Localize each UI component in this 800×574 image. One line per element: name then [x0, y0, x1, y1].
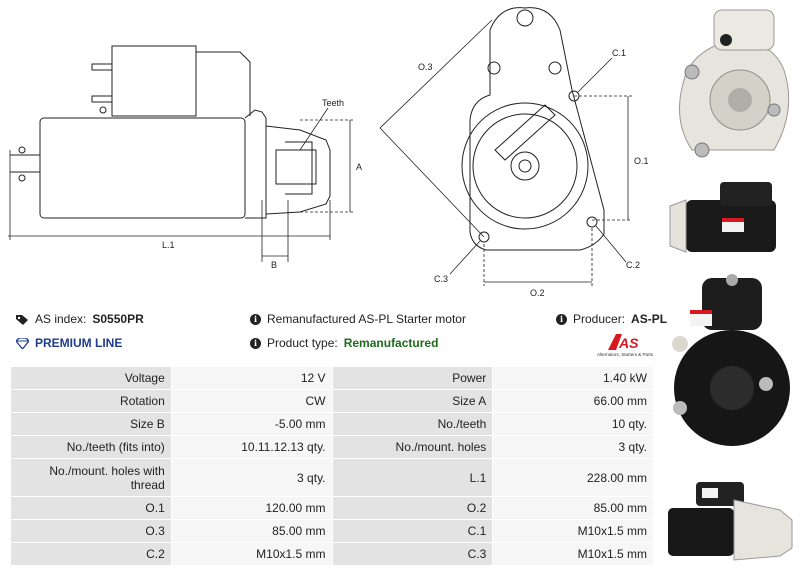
as-logo-mark: AS [608, 334, 639, 350]
spec-value: 85.00 mm [492, 496, 654, 520]
spec-value: 12 V [170, 366, 333, 390]
spec-value: 120.00 mm [170, 496, 333, 520]
product-type-value: Remanufactured [343, 336, 439, 350]
info-icon: i [250, 313, 261, 325]
spec-label: Size B [10, 412, 172, 436]
logo-tagline: Alternators, Starters & Parts [596, 352, 654, 357]
label-c2: C.2 [626, 260, 640, 270]
spec-value: 66.00 mm [492, 389, 654, 413]
label-o2: O.2 [530, 288, 545, 298]
product-photo-3 [672, 274, 790, 446]
label-o1: O.1 [634, 156, 649, 166]
spec-label: Voltage [10, 366, 172, 390]
spec-value: 3 qty. [170, 458, 333, 497]
technical-drawing: Teeth A L.1 B O.3 C.1 O.1 C.2 C.3 O.2 [8, 7, 649, 298]
label-teeth: Teeth [322, 98, 344, 108]
label-b: B [271, 260, 277, 270]
spec-value: M10x1.5 mm [492, 519, 654, 543]
producer: i Producer: AS-PL [556, 312, 667, 326]
product-photo-2 [669, 182, 776, 253]
product-description: i Remanufactured AS-PL Starter motor [250, 312, 466, 326]
product-photos [668, 9, 793, 561]
spec-value: 10.11.12.13 qty. [170, 435, 333, 459]
label-c1: C.1 [612, 48, 626, 58]
spec-label: C.3 [331, 542, 494, 566]
spec-label: Power [331, 366, 494, 390]
spec-value: 85.00 mm [170, 519, 333, 543]
as-pl-logo: AS Alternators, Starters & Parts [592, 334, 658, 360]
front-view [461, 7, 605, 251]
spec-label: C.2 [10, 542, 172, 566]
label-c3: C.3 [434, 274, 448, 284]
spec-label: O.2 [331, 496, 494, 520]
product-photo-1 [679, 9, 790, 158]
tag-icon [16, 314, 28, 325]
spec-value: 3 qty. [492, 435, 654, 459]
premium-line-text: PREMIUM LINE [35, 336, 123, 350]
product-info: AS index: S0550PR i Remanufactured AS-PL… [0, 308, 667, 364]
side-view [10, 45, 331, 219]
spec-label: C.1 [331, 519, 494, 543]
spec-label: Size A [331, 389, 494, 413]
spec-value: M10x1.5 mm [170, 542, 333, 566]
spec-label: L.1 [331, 458, 494, 497]
spec-label: O.3 [10, 519, 172, 543]
product-type-label: Product type: [267, 336, 338, 350]
as-index: AS index: S0550PR [16, 312, 144, 326]
spec-value: -5.00 mm [170, 412, 333, 436]
product-photo-4 [668, 482, 793, 561]
spec-label: O.1 [10, 496, 172, 520]
as-index-label: AS index: [35, 312, 87, 326]
spec-value: M10x1.5 mm [492, 542, 654, 566]
premium-line: PREMIUM LINE [16, 336, 122, 350]
label-l1: L.1 [162, 240, 175, 250]
diamond-icon [16, 337, 29, 349]
spec-label: No./teeth [331, 412, 494, 436]
svg-text:AS: AS [618, 335, 639, 350]
spec-label: No./mount. holes with thread [10, 458, 172, 497]
producer-label: Producer: [573, 312, 626, 326]
producer-value: AS-PL [631, 312, 668, 326]
spec-value: 1.40 kW [492, 366, 654, 390]
label-a: A [356, 162, 362, 172]
description-text: Remanufactured AS-PL Starter motor [267, 312, 466, 326]
table-row: No./teeth (fits into)10.11.12.13 qty.No.… [10, 435, 654, 459]
product-type: i Product type: Remanufactured [250, 336, 438, 350]
info-icon: i [250, 337, 261, 349]
spec-value: 10 qty. [492, 412, 654, 436]
spec-label: Rotation [10, 389, 172, 413]
spec-label: No./mount. holes [331, 435, 494, 459]
spec-value: CW [170, 389, 333, 413]
spec-label: No./teeth (fits into) [10, 435, 172, 459]
spec-value: 228.00 mm [492, 458, 654, 497]
as-index-value: S0550PR [92, 312, 144, 326]
info-icon: i [556, 313, 567, 325]
label-o3: O.3 [418, 62, 433, 72]
